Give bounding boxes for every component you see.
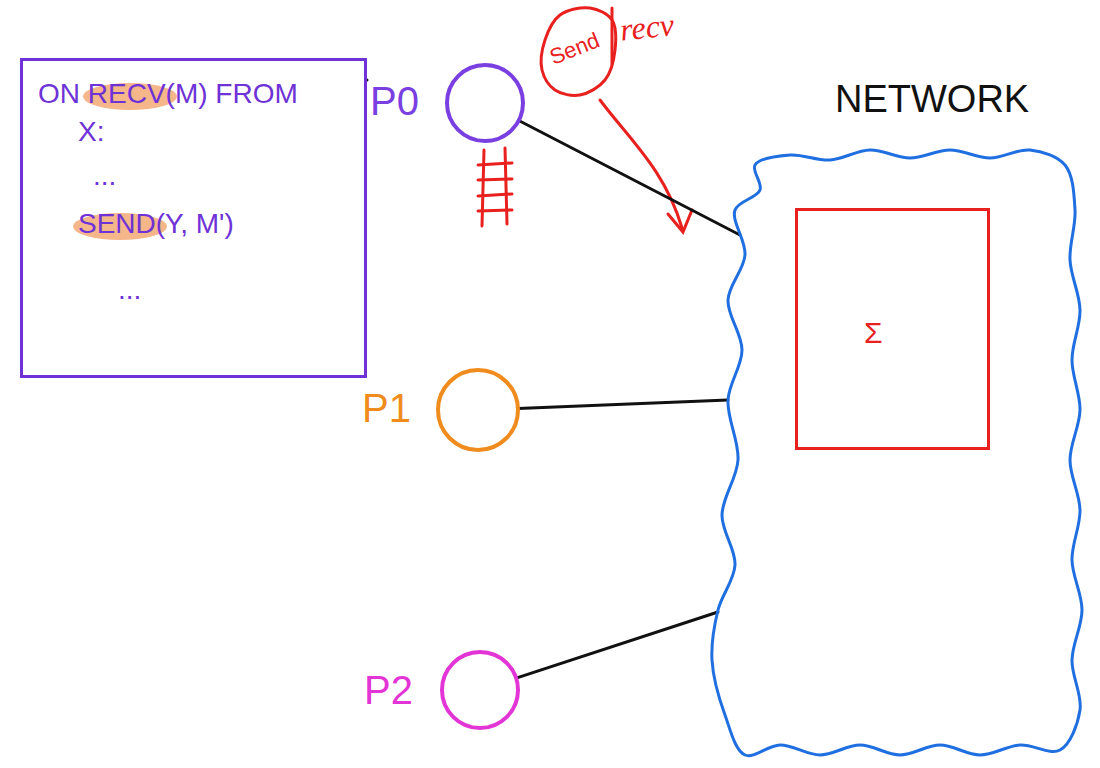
ladder-rail bbox=[505, 148, 507, 224]
code-line: SEND(Y, M') bbox=[78, 205, 354, 243]
code-line: ... bbox=[118, 271, 354, 309]
send-word: Send bbox=[546, 27, 603, 70]
recv-note: recv bbox=[618, 5, 676, 48]
blob-shape bbox=[541, 8, 616, 96]
cloud-shape bbox=[712, 150, 1082, 756]
code-line: ON RECV(M) FROM X: bbox=[38, 75, 323, 151]
state-box: Σ bbox=[795, 208, 990, 450]
state-symbol: Σ bbox=[864, 315, 883, 351]
process-label: P1 bbox=[362, 385, 411, 431]
process-circle: P0 bbox=[366, 58, 531, 153]
process-circle: P2 bbox=[360, 645, 525, 740]
process-label: P0 bbox=[370, 78, 419, 124]
arrow-shaft bbox=[600, 100, 682, 228]
network-cloud: NETWORK Σ bbox=[705, 75, 1090, 765]
link-line bbox=[516, 612, 718, 678]
send-blob: Send bbox=[535, 2, 625, 107]
code-line: ... bbox=[93, 157, 354, 195]
ladder-rung bbox=[478, 179, 512, 180]
ladder-rung bbox=[478, 194, 512, 196]
ladder-rail bbox=[482, 150, 484, 226]
network-title: NETWORK bbox=[835, 77, 1029, 121]
arrow-head bbox=[668, 210, 692, 232]
cloud-outline bbox=[705, 75, 1090, 765]
link-line bbox=[518, 400, 728, 408]
process-label: P2 bbox=[364, 667, 413, 713]
code-box: ON RECV(M) FROM X:... SEND(Y, M')... bbox=[20, 58, 367, 378]
link-line bbox=[519, 120, 740, 235]
ladder-rung bbox=[478, 210, 512, 211]
process-circle-shape bbox=[447, 65, 523, 141]
process-circle-shape bbox=[438, 370, 518, 450]
ladder-symbol bbox=[478, 148, 512, 226]
ladder-rung bbox=[478, 163, 512, 165]
process-circle: P1 bbox=[356, 363, 524, 458]
process-circle-shape bbox=[442, 652, 518, 728]
